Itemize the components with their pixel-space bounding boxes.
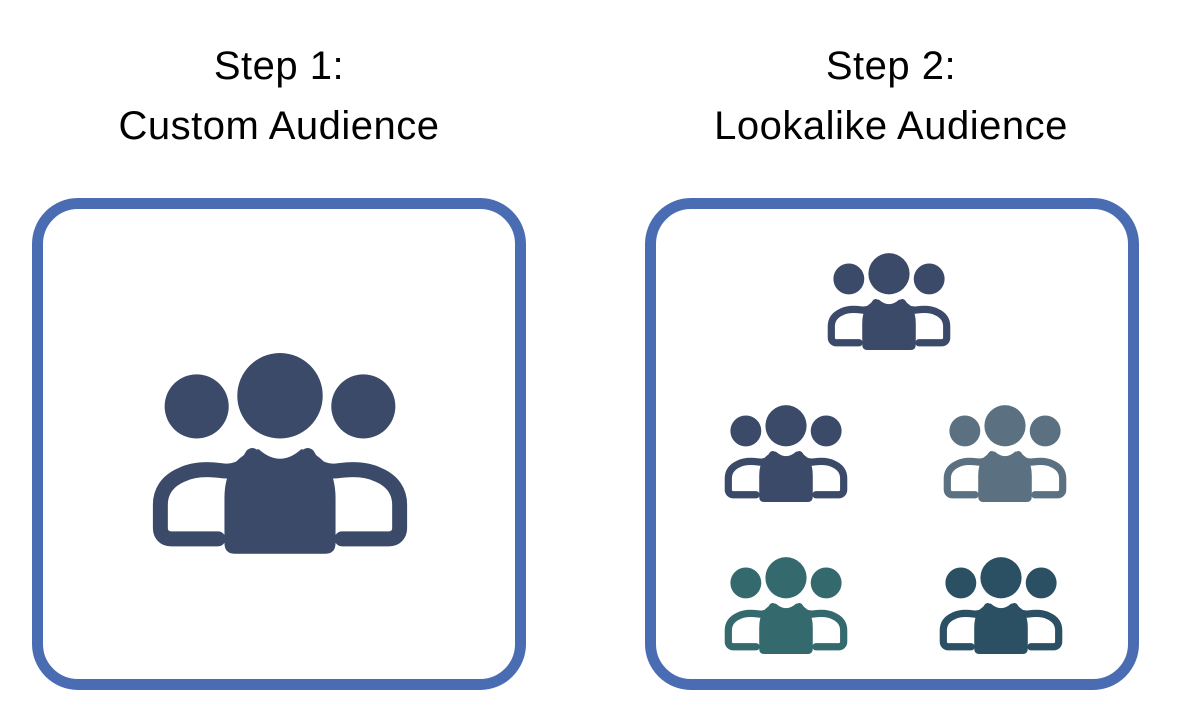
step-1-label: Step 1: (213, 44, 345, 88)
lookalike-group-icon-1 (821, 247, 957, 350)
lookalike-group-icon-2 (718, 399, 854, 502)
custom-audience-box (32, 198, 526, 690)
lookalike-group-icon-3 (937, 399, 1073, 502)
audience-group-icon (139, 340, 421, 554)
lookalike-audience-label: Lookalike Audience (714, 104, 1068, 148)
lookalike-group-icon-4 (718, 551, 854, 654)
step-2-label: Step 2: (825, 44, 957, 88)
step-2-title: Step 2: Lookalike Audience (641, 36, 1141, 156)
step-1-title: Step 1: Custom Audience (29, 36, 529, 156)
custom-audience-label: Custom Audience (118, 104, 440, 148)
lookalike-group-icon-5 (933, 551, 1069, 654)
